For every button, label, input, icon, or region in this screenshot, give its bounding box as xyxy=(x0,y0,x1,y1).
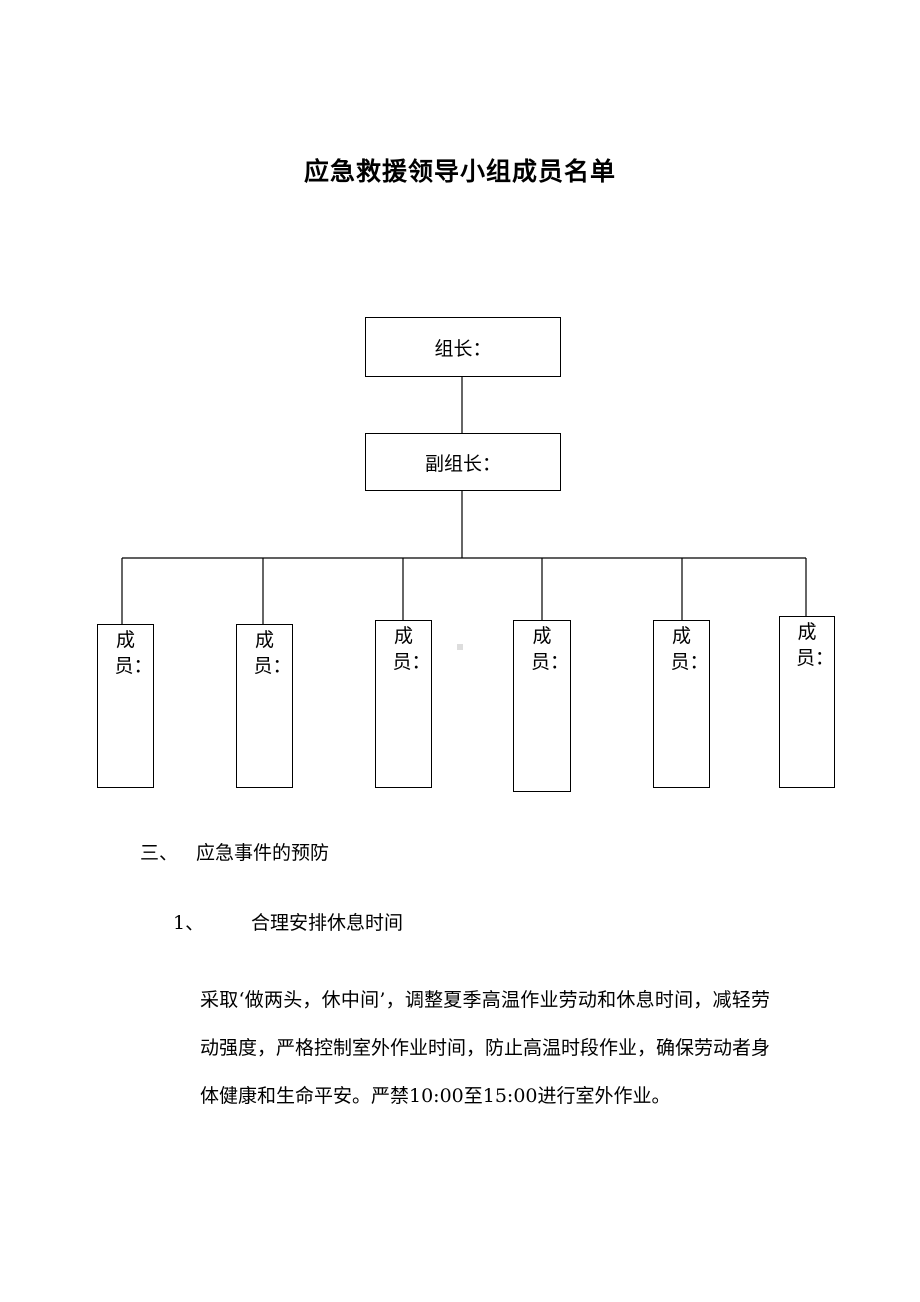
scan-artifact-dot xyxy=(457,644,463,650)
member-box-6: 成员： xyxy=(779,616,835,788)
body-paragraph: 采取‘做两头，休中间’，调整夏季高温作业劳动和休息时间，减轻劳动强度，严格控制室… xyxy=(200,989,771,1107)
member-label: 成员： xyxy=(392,625,431,673)
subsection-number: 1、 xyxy=(173,912,205,934)
section-number: 三、 xyxy=(140,842,179,864)
member-box-3: 成员： xyxy=(375,620,432,788)
section-heading: 三、应急事件的预防 xyxy=(140,838,329,865)
deputy-leader-box: 副组长： xyxy=(365,433,561,491)
section-title: 应急事件的预防 xyxy=(196,842,330,864)
subsection-heading: 1、 合理安排休息时间 xyxy=(173,908,403,935)
member-label: 成员： xyxy=(114,629,153,677)
member-box-2: 成员： xyxy=(236,624,293,788)
document-title: 应急救援领导小组成员名单 xyxy=(303,157,616,186)
leader-box: 组长： xyxy=(365,317,561,377)
deputy-leader-label: 副组长： xyxy=(424,452,501,475)
subsection-title: 合理安排休息时间 xyxy=(251,912,404,934)
member-box-5: 成员： xyxy=(653,620,710,788)
leader-label: 组长： xyxy=(434,337,492,360)
member-label: 成员： xyxy=(253,629,292,677)
member-box-4: 成员： xyxy=(513,620,571,792)
member-box-1: 成员： xyxy=(97,624,154,788)
member-label: 成员： xyxy=(531,625,570,673)
member-label: 成员： xyxy=(670,625,709,673)
member-label: 成员： xyxy=(796,621,835,669)
